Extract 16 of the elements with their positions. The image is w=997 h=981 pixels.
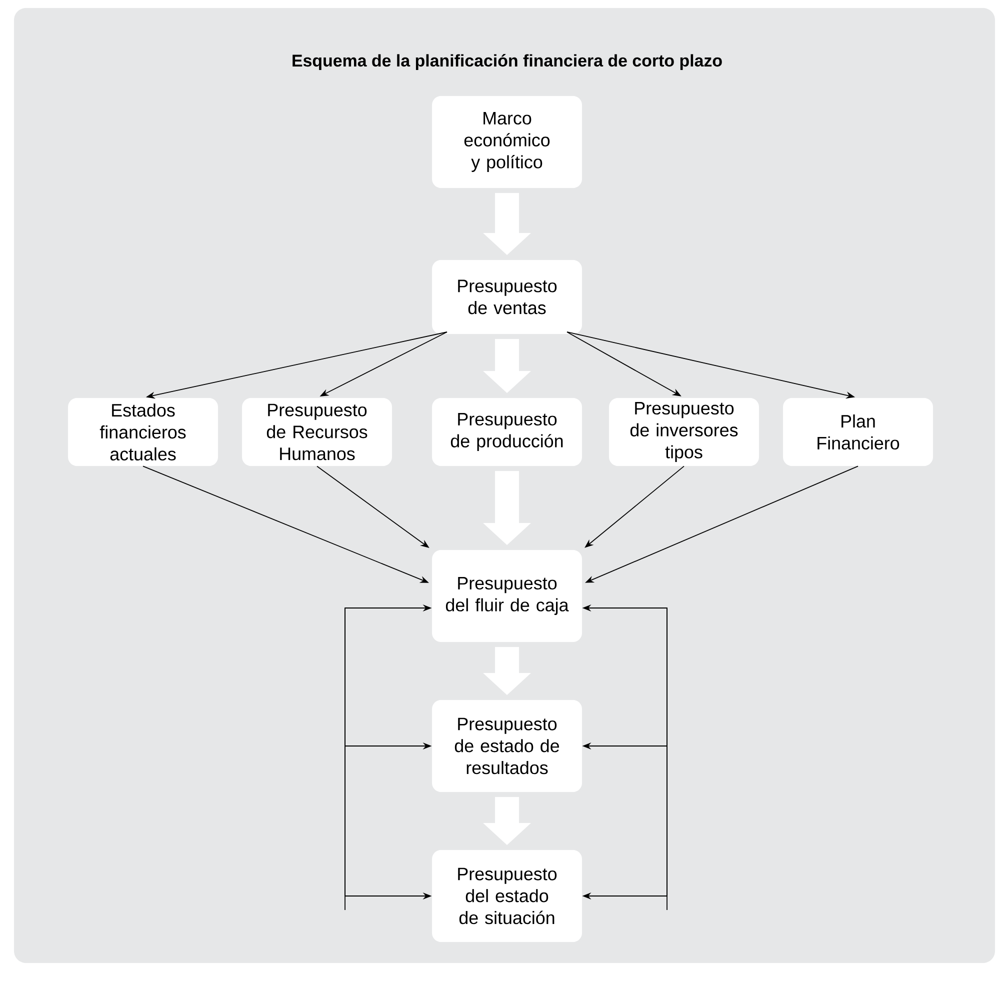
process-box: Marco económico y político [432,96,582,188]
block-arrow [483,471,531,545]
process-box: Presupuesto de Recursos Humanos [242,398,392,466]
process-box: Estados financieros actuales [68,398,218,466]
process-box: Presupuesto de ventas [432,260,582,334]
process-box: Plan Financiero [783,398,933,466]
title: Esquema de la planificación financiera de corto plazo [292,54,722,70]
process-box: Presupuesto de inversores tipos [609,398,759,466]
process-box: Presupuesto de estado de resultados [432,700,582,792]
process-box: Presupuesto del estado de situación [432,850,582,942]
process-box: Presupuesto del fluir de caja [432,550,582,642]
process-box: Presupuesto de producción [432,398,582,466]
block-arrow [483,193,531,255]
block-arrow [483,797,531,845]
block-arrow [483,647,531,695]
block-arrow [483,339,531,393]
